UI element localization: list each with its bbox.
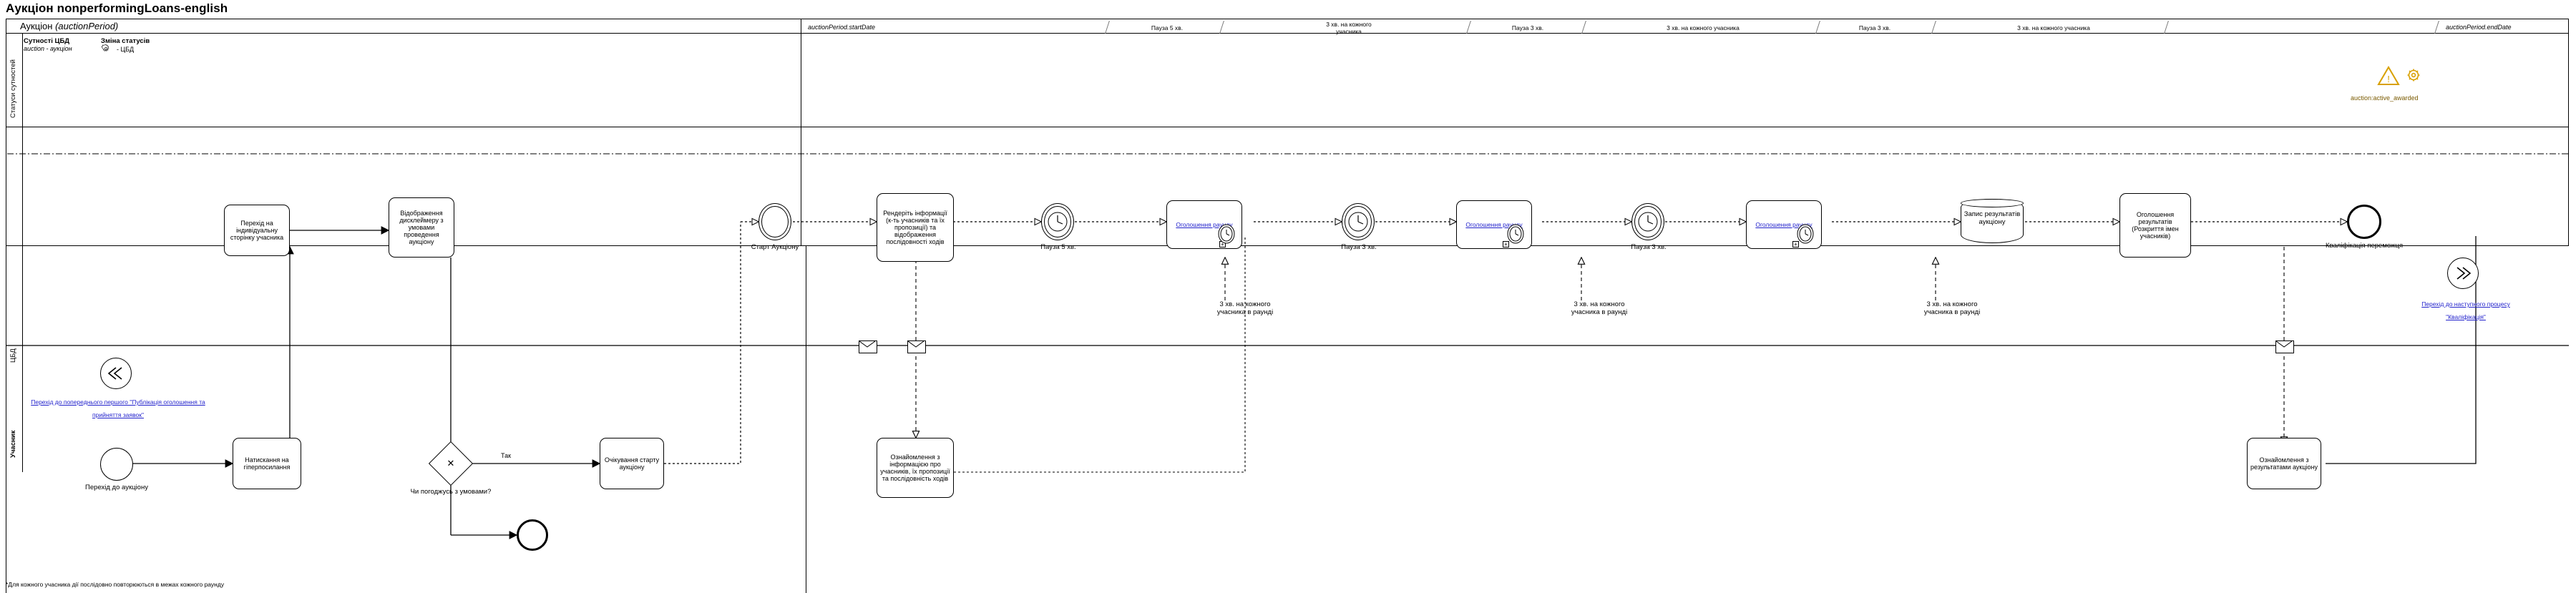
timeline-segment-1: Пауза 5 хв. (1151, 24, 1184, 31)
legend-status-value: - ЦБД (117, 46, 135, 53)
gateway-symbol: ✕ (447, 458, 455, 469)
task-disclaimer-label: Відображення дисклеймеру з умовами прове… (399, 210, 444, 245)
event-go-to-auction-label: Перехід до аукціону (85, 484, 148, 491)
lane-participant-region (6, 246, 806, 593)
lane-participant-label: Учасник (9, 430, 17, 458)
round-3-caption: 3 хв. на кожного учасника в раунді (1923, 300, 1981, 316)
boundary-timer-icon-1 (1218, 224, 1235, 244)
task-individual-page[interactable]: Перехід на індивідуальну сторінку учасни… (224, 205, 290, 256)
next-process-icon[interactable] (2447, 258, 2479, 289)
message-envelope-icon-1 (859, 340, 877, 353)
lane-cbd: ЦБД (6, 127, 23, 373)
task-announce-round-1-label[interactable]: Оголошення раунду (1176, 221, 1233, 228)
event-pause-3min-b-label: Пауза 3 хв. (1631, 243, 1667, 251)
task-individual-page-label: Перехід на індивідуальну сторінку учасни… (230, 220, 284, 241)
task-familiarize-results-label: Ознайомлення з результатами аукціону (2250, 456, 2318, 471)
chevron-double-left-icon (107, 367, 122, 380)
gateway-accept-terms-label: Чи погоджусь з умовами? (410, 488, 492, 496)
event-pause-3min-a[interactable] (1342, 203, 1375, 240)
envelope-glyph (2275, 340, 2293, 348)
event-start-auction-label: Старт Аукціону (751, 243, 799, 251)
legend-entities-title: Сутності ЦБД (24, 37, 70, 45)
timeline-end-date: auctionPeriod.endDate (2446, 24, 2512, 31)
task-render-info[interactable]: Рендеріть інформації (к-ть учасників та … (877, 193, 954, 262)
next-process-link[interactable]: Перехід до наступного процесу "Кваліфіка… (2421, 300, 2510, 320)
timeline-segment-6: 3 хв. на кожного учасника (2017, 24, 2090, 31)
task-familiarize-info-label: Ознайомлення з інформацією про учасників… (880, 454, 950, 482)
task-click-hyperlink-label: Натискання на гіперпосилання (243, 456, 291, 471)
boundary-timer-icon-2 (1507, 224, 1524, 244)
lane-statuses: Статуси сутностей (6, 34, 23, 127)
pool-title-main: Аукціон (20, 21, 53, 31)
datastore-cap (1961, 199, 2024, 207)
task-familiarize-info[interactable]: Ознайомлення з інформацією про учасників… (877, 438, 954, 498)
subprocess-expand-icon-2[interactable]: + (1503, 241, 1509, 248)
datastore-auction-results-label: Запис результатів аукціону (1963, 210, 2021, 226)
round-1-caption: 3 хв. на кожного учасника в раунді (1216, 300, 1274, 316)
status-badge-label: auction:active_awarded (2351, 94, 2419, 102)
event-pause-5min-label: Пауза 5 хв. (1040, 243, 1076, 251)
round-2-caption: 3 хв. на кожного учасника в раунді (1571, 300, 1628, 316)
event-pause-3min-b[interactable] (1631, 203, 1664, 240)
event-winner-qualification-label: Кваліфікація переможця (2326, 242, 2403, 250)
lane-participant: Учасник (6, 358, 23, 472)
message-envelope-icon-2 (907, 340, 926, 353)
pool-title: Аукціон (auctionPeriod) (20, 21, 118, 31)
task-announce-round-3-label[interactable]: Оголошення раунду (1755, 221, 1813, 228)
event-winner-qualification[interactable] (2347, 205, 2381, 239)
event-start-auction[interactable] (758, 203, 791, 240)
gear-icon (101, 44, 109, 52)
event-go-to-auction[interactable] (100, 448, 133, 481)
subprocess-expand-icon-3[interactable]: + (1792, 241, 1799, 248)
gateway-yes-label: Так (501, 452, 512, 459)
task-announce-round-2-label[interactable]: Оголошення раунду (1465, 221, 1523, 228)
pool-header (6, 19, 2569, 34)
task-familiarize-results[interactable]: Ознайомлення з результатами аукціону (2247, 438, 2321, 489)
timeline-segment-5: Пауза 3 хв. (1858, 24, 1891, 31)
svg-text:!: ! (2387, 74, 2390, 84)
task-announce-results-label: Оголошення результатів (Розкриття імен у… (2132, 211, 2179, 240)
task-render-info-label: Рендеріть інформації (к-ть учасників та … (883, 210, 947, 245)
previous-process-icon[interactable] (100, 358, 132, 389)
task-wait-auction-start-label: Очікування старту аукціону (604, 456, 660, 471)
event-terminate[interactable] (517, 519, 548, 551)
clock-icon (1348, 212, 1368, 232)
clock-icon (1048, 212, 1068, 232)
task-wait-auction-start[interactable]: Очікування старту аукціону (600, 438, 664, 489)
previous-process-link[interactable]: Перехід до попереднього першого "Публіка… (31, 398, 205, 418)
legend-status-title: Зміна статусів (101, 37, 150, 45)
clock-icon (1638, 212, 1658, 232)
timeline-start-date: auctionPeriod.startDate (808, 24, 876, 31)
timeline-segment-2: 3 хв. на кожного учасника (1326, 21, 1372, 35)
envelope-glyph (859, 340, 876, 348)
boundary-timer-icon-3 (1797, 224, 1814, 244)
legend-entities-value: auction - аукціон (24, 45, 72, 52)
page-title: Аукціон nonperformingLoans-english (6, 1, 228, 15)
message-envelope-icon-3 (2275, 340, 2294, 353)
event-pause-3min-a-label: Пауза 3 хв. (1341, 243, 1377, 251)
task-disclaimer[interactable]: Відображення дисклеймеру з умовами прове… (389, 197, 454, 258)
timeline-segment-3: Пауза 3 хв. (1511, 24, 1544, 31)
footnote: *Для кожного учасника дії послідовно пов… (6, 581, 225, 588)
pool-auction (6, 19, 2569, 246)
lane-statuses-label: Статуси сутностей (9, 59, 17, 118)
chevron-double-right-icon (2457, 267, 2472, 280)
pool-title-param: (auctionPeriod) (55, 21, 119, 31)
task-click-hyperlink[interactable]: Натискання на гіперпосилання (233, 438, 301, 489)
timeline-segment-4: 3 хв. на кожного учасника (1667, 24, 1740, 31)
task-announce-results[interactable]: Оголошення результатів (Розкриття імен у… (2119, 193, 2191, 258)
event-pause-5min[interactable] (1041, 203, 1074, 240)
envelope-glyph (907, 340, 924, 348)
status-badge-icons: ! (2377, 66, 2420, 85)
status-badge: ! (2376, 63, 2429, 97)
